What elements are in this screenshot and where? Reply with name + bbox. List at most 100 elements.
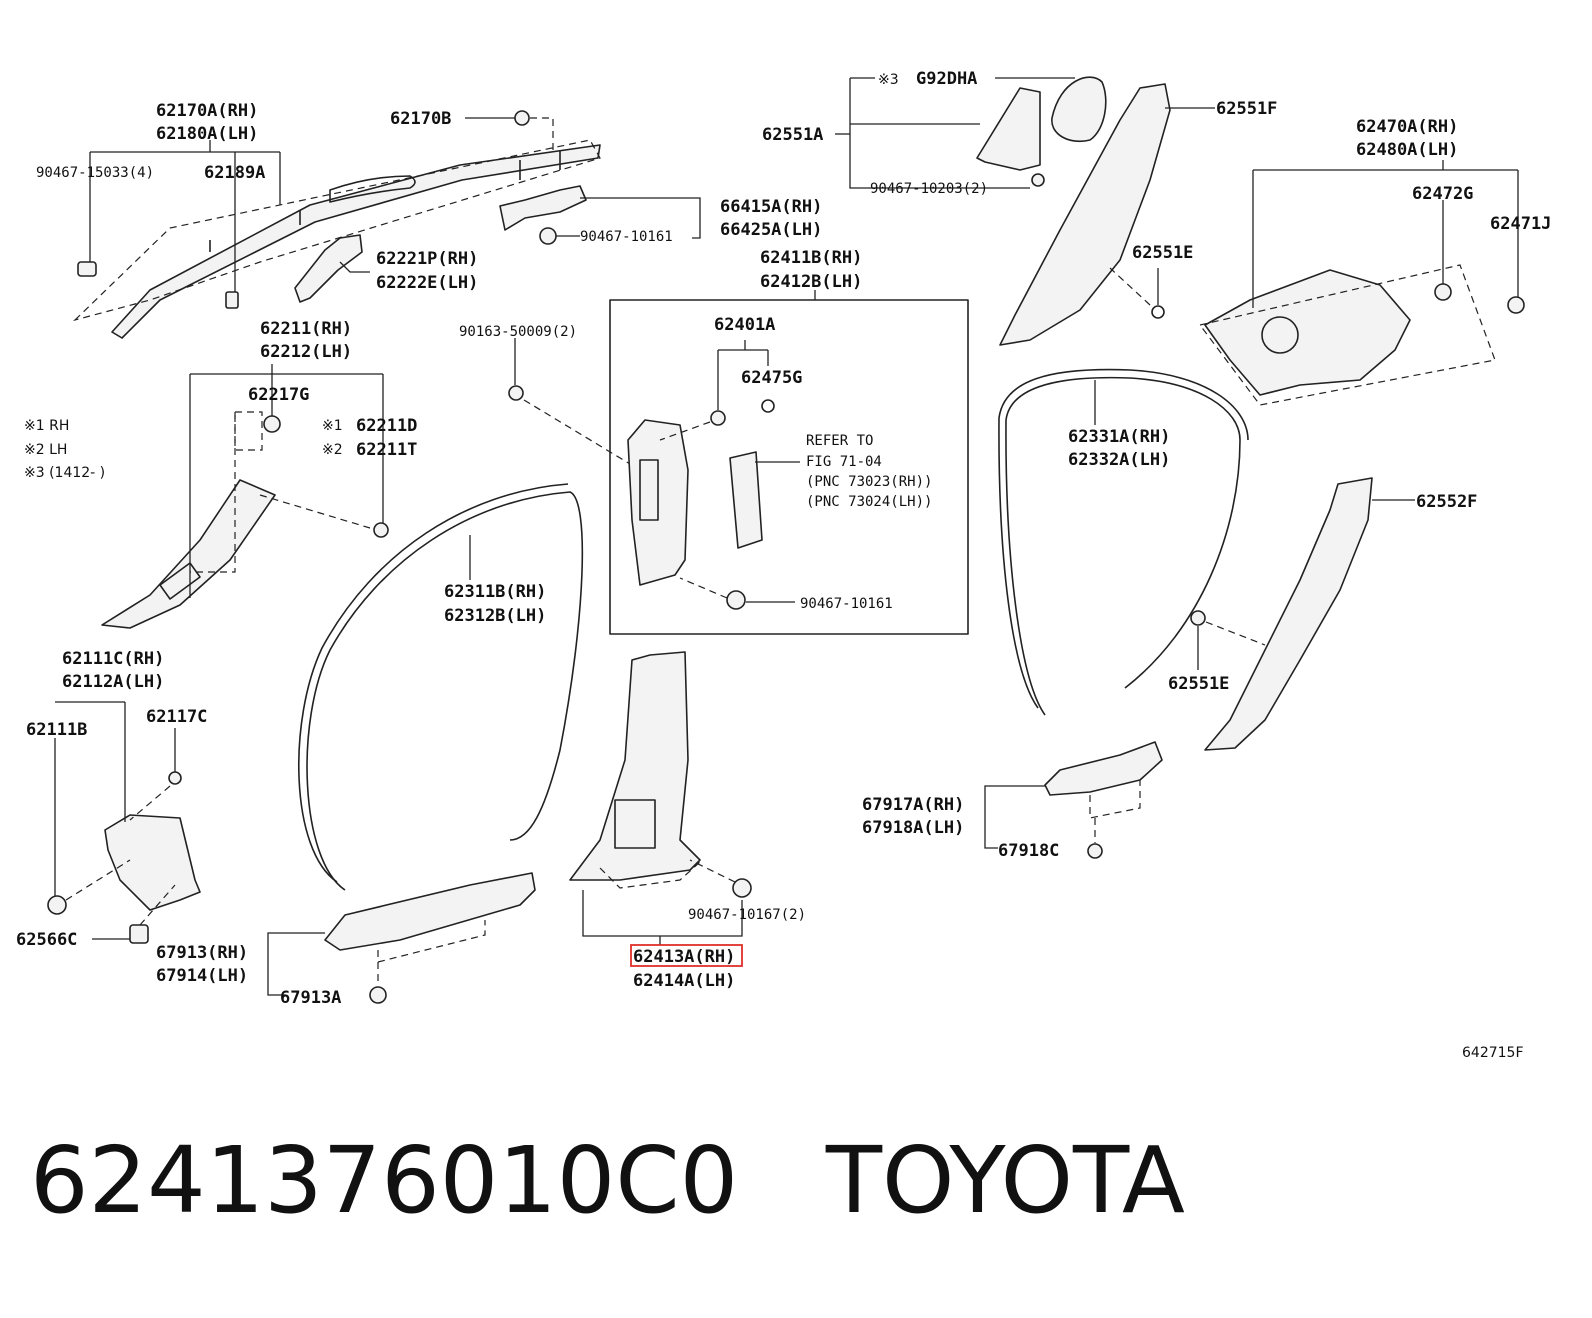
clip-icon	[1507, 296, 1525, 314]
clip-icon	[761, 399, 775, 413]
label-62414A: 62414A(LH)	[633, 971, 735, 991]
label-62222E: 62222E(LH)	[376, 273, 478, 293]
label-62551F: 62551F	[1216, 99, 1277, 119]
refer-line-3: (PNC 73023(RH))	[806, 474, 932, 490]
front-door-weatherstrip	[298, 483, 584, 891]
label-66415A: 66415A(RH)	[720, 197, 822, 217]
screw-icon	[1190, 610, 1206, 626]
label-67918C: 67918C	[998, 841, 1059, 861]
refer-line-4: (PNC 73024(LH))	[806, 494, 932, 510]
label-62189A: 62189A	[204, 163, 265, 183]
label-62480A: 62480A(LH)	[1356, 140, 1458, 160]
bracket-icon	[225, 291, 239, 309]
label-62112A: 62112A(LH)	[62, 672, 164, 692]
label-62312B: 62312B(LH)	[444, 606, 546, 626]
refer-line-1: REFER TO	[806, 433, 873, 449]
label-62475G: 62475G	[741, 368, 802, 388]
clip-icon	[369, 986, 387, 1004]
label-67917A: 67917A(RH)	[862, 795, 964, 815]
label-62551E-a: 62551E	[1132, 243, 1193, 263]
label-62401A: 62401A	[714, 315, 775, 335]
mark-3: ※3	[878, 72, 899, 88]
label-62471J: 62471J	[1490, 214, 1551, 234]
label-G92DHA: G92DHA	[916, 69, 977, 89]
label-90467-15033: 90467-15033(4)	[36, 165, 154, 181]
clip-icon	[77, 261, 97, 277]
roof-rail-garnish	[111, 144, 601, 339]
label-67918A: 67918A(LH)	[862, 818, 964, 838]
label-62211T: 62211T	[356, 440, 417, 460]
label-62331A: 62331A(RH)	[1068, 427, 1170, 447]
figure-code: 642715F	[1462, 1045, 1524, 1061]
label-90467-10167: 90467-10167(2)	[688, 907, 806, 923]
front-scuff-plate	[267, 872, 536, 1004]
refer-line-2: FIG 71-04	[806, 454, 882, 470]
label-62332A: 62332A(LH)	[1068, 450, 1170, 470]
label-62217G: 62217G	[248, 385, 309, 405]
label-90467-10161-b: 90467-10161	[800, 596, 893, 612]
label-62311B: 62311B(RH)	[444, 582, 546, 602]
mark-2: ※2	[322, 442, 343, 458]
center-pillar-lower-garnish	[569, 651, 752, 967]
label-62566C: 62566C	[16, 930, 77, 950]
label-67913A: 67913A	[280, 988, 341, 1008]
label-90163-50009: 90163-50009(2)	[459, 324, 577, 340]
roof-rail-assembly	[72, 110, 601, 339]
clip-icon	[1087, 843, 1103, 859]
clip-icon	[732, 878, 752, 898]
cowl-side-trim	[47, 701, 201, 944]
airbag-cylinder	[329, 175, 416, 203]
screw-icon	[508, 385, 524, 401]
clip-icon	[1434, 283, 1452, 301]
clip-icon	[1151, 305, 1165, 319]
rear-pillar-lower	[1190, 477, 1415, 751]
label-62211D: 62211D	[356, 416, 417, 436]
quarter-window-trim	[976, 87, 1041, 171]
front-pillar-assembly	[101, 364, 389, 629]
label-62411B: 62411B(RH)	[760, 248, 862, 268]
label-62170B: 62170B	[390, 109, 451, 129]
label-62470A: 62470A(RH)	[1356, 117, 1458, 137]
package-tray-side-trim	[1198, 160, 1525, 406]
part-number-title: 6241376010C0 TOYOTA	[30, 1127, 1185, 1234]
front-pillar-garnish	[101, 479, 276, 629]
clip-icon	[1031, 173, 1045, 187]
screw-icon	[539, 227, 557, 245]
legend-3: ※3 (1412- )	[24, 465, 105, 481]
label-67914: 67914(LH)	[156, 966, 248, 986]
label-62221P: 62221P(RH)	[376, 249, 478, 269]
clip-icon	[168, 771, 182, 785]
label-62170A: 62170A(RH)	[156, 101, 258, 121]
quarter-window-assembly	[835, 76, 1107, 189]
label-62111C: 62111C(RH)	[62, 649, 164, 669]
highlight-box	[630, 944, 743, 967]
label-62212: 62212(LH)	[260, 342, 352, 362]
detail-frame	[609, 299, 969, 635]
label-90467-10161-a: 90467-10161	[580, 229, 673, 245]
label-66425A: 66425A(LH)	[720, 220, 822, 240]
bracket-66415A	[499, 185, 701, 245]
g92dha-part	[1051, 76, 1107, 142]
clip-icon	[129, 924, 149, 944]
label-62472G: 62472G	[1412, 184, 1473, 204]
seatbelt-adjuster	[729, 451, 763, 549]
clip-icon	[726, 590, 746, 610]
clip-icon	[710, 410, 726, 426]
legend-rh: ※1 RH	[24, 418, 69, 434]
label-62551A: 62551A	[762, 125, 823, 145]
legend-lh: ※2 LH	[24, 442, 67, 458]
label-90467-10203: 90467-10203(2)	[870, 181, 988, 197]
rear-door-weatherstrip	[998, 368, 1249, 716]
label-62111B: 62111B	[26, 720, 87, 740]
center-pillar-box	[609, 290, 969, 635]
fastener-icon	[514, 110, 530, 126]
clip-icon	[47, 895, 67, 915]
rear-pillar-upper	[999, 83, 1215, 346]
label-62552F: 62552F	[1416, 492, 1477, 512]
rear-scuff-plate	[984, 741, 1163, 859]
label-62180A: 62180A(LH)	[156, 124, 258, 144]
clip-icon	[373, 522, 389, 538]
mark-1: ※1	[322, 418, 343, 434]
